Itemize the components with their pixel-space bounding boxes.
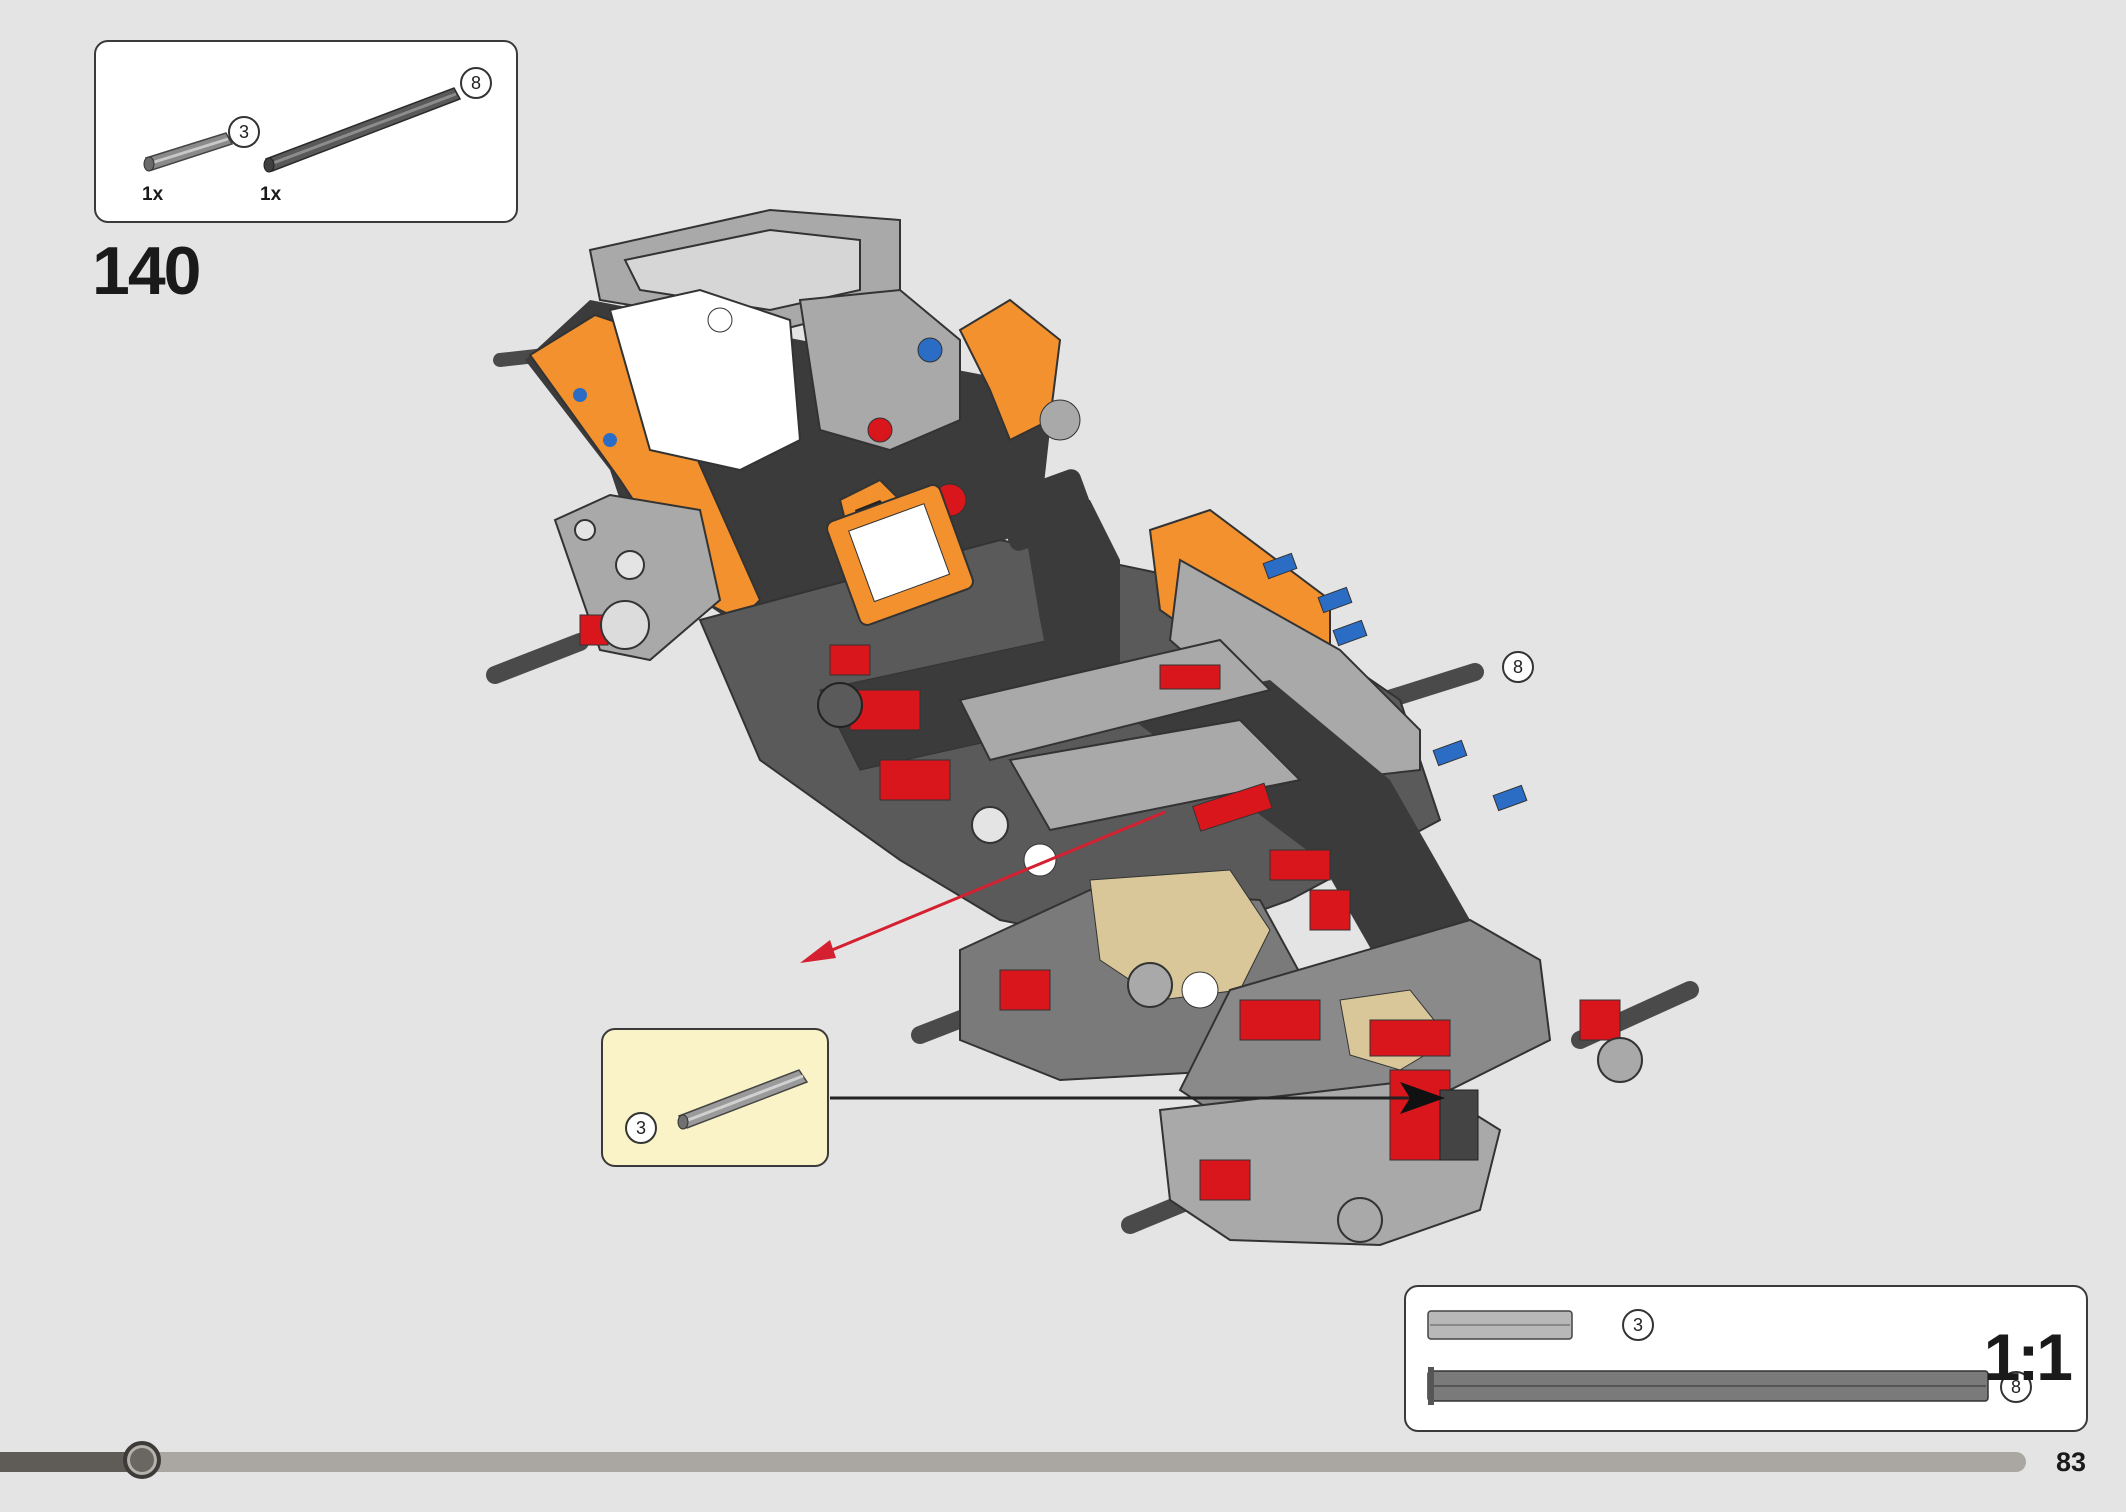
- axle-3-callout-illustration: [677, 1069, 809, 1130]
- axle-3-callout-badge: 3: [625, 1112, 657, 1144]
- subassembly-callout-box: 3: [601, 1028, 829, 1167]
- axle-3-part-icon: [143, 132, 234, 172]
- parts-illustration: [143, 87, 462, 173]
- parts-list-box: 3 8 1x 1x: [94, 40, 518, 223]
- front-assembly: [959, 843, 1643, 1247]
- page-number: 83: [2055, 1447, 2086, 1477]
- step-number: 140: [92, 233, 201, 309]
- axle-3-quantity: 1x: [142, 184, 164, 205]
- axle-8-callout-badge: 8: [1502, 651, 1534, 683]
- left-beams: [553, 493, 722, 662]
- callout-leader: [830, 1082, 1445, 1114]
- axle-8-length-badge: 8: [460, 67, 492, 99]
- scale-axles: [1427, 1310, 1989, 1405]
- axle-8-quantity: 1x: [260, 184, 282, 205]
- progress-knob: [123, 1441, 161, 1479]
- scale-axle-8-badge: 8: [2000, 1371, 2032, 1403]
- scale-label: 1:1: [1983, 1320, 2073, 1394]
- direction-arrow: [800, 810, 1166, 963]
- progress-bar: [0, 1452, 2026, 1472]
- progress-bar-fill: [0, 1452, 142, 1472]
- axle-8-part-icon: [263, 87, 462, 173]
- scale-reference-box: 3 8 1:1: [1404, 1285, 2088, 1432]
- blue-pins: [1262, 552, 1528, 812]
- scale-axle-3-badge: 3: [1622, 1309, 1654, 1341]
- axle-3-length-badge: 3: [228, 116, 260, 148]
